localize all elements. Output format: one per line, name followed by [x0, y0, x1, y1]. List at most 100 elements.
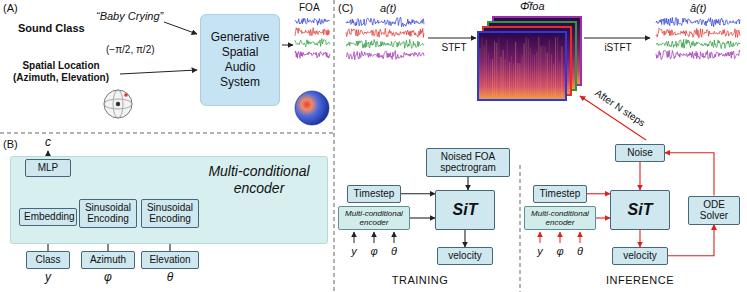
globe-equator: [104, 99, 132, 109]
variable-symbol: φ: [370, 245, 377, 258]
input-arrow: [354, 232, 355, 243]
spectrogram-streak: [494, 41, 495, 98]
angle-value: (−π/2, π/2): [106, 44, 155, 56]
panel-letter: (C): [338, 2, 353, 15]
model-box: SiT: [435, 190, 495, 230]
waveform: [295, 18, 330, 25]
spectrogram-streak: [496, 43, 497, 98]
waveform: [346, 28, 424, 37]
spectrogram-streak: [488, 53, 489, 98]
spectrogram-streak: [501, 57, 502, 98]
node-text: Generative Spatial Audio System: [207, 30, 273, 90]
spectrogram-streak: [482, 38, 483, 98]
spectrogram-streak: [517, 63, 518, 98]
globe-outline: [104, 90, 132, 118]
spectrogram-streak: [557, 36, 558, 98]
flow-arrow: [401, 193, 435, 194]
input-box: Azimuth: [81, 251, 135, 269]
spectrogram-streak: [553, 64, 554, 98]
spectrogram-streak: [503, 50, 504, 98]
phase-label: INFERENCE: [606, 274, 674, 287]
spectrogram-streak: [532, 54, 533, 98]
input-arrow: [374, 232, 375, 243]
transform-arrow: [428, 38, 476, 39]
spectrogram-streak: [511, 56, 512, 98]
node-text: SiT: [440, 201, 490, 219]
input-label: Spatial Location (Azimuth, Elevation): [6, 60, 116, 83]
variable-symbol: φ: [104, 271, 112, 285]
output-box: velocity: [437, 247, 493, 265]
spectrogram-streak: [538, 37, 539, 98]
variable-symbol: φ: [556, 245, 563, 258]
encoder-box: Multi-conditional encoder: [338, 206, 410, 230]
flow-arrow: [639, 162, 640, 191]
loop-label: After N steps: [593, 87, 647, 129]
node-text: Multi-conditional encoder: [197, 163, 321, 197]
spectrogram-streak: [526, 38, 527, 98]
input-label: Sound Class: [18, 22, 85, 35]
flow-arrow: [464, 230, 465, 247]
spectrogram-stack: [478, 17, 581, 100]
node-text: Multi-conditional encoder: [527, 209, 593, 227]
transform-arrow: [584, 38, 650, 39]
input-arrow: [120, 70, 197, 74]
spectrogram-streak: [490, 59, 491, 98]
waveform: [346, 39, 424, 48]
node-text: velocity: [617, 250, 663, 262]
node-text: Elevation: [146, 254, 194, 266]
waveform: [656, 17, 740, 26]
panel-divider: [334, 0, 335, 292]
node-text: Timestep: [538, 188, 582, 200]
node-text: Noised FOA spectrogram: [431, 151, 505, 174]
flow-arrow: [665, 153, 714, 196]
signal-symbol: â(t): [690, 2, 707, 15]
input-arrow: [560, 232, 561, 243]
spectrogram-texture: [480, 36, 562, 98]
input-arrow: [164, 22, 197, 34]
waveform: [295, 28, 330, 36]
spectrogram-streak: [555, 38, 556, 98]
variable-symbol: θ: [577, 245, 583, 258]
input-box: Class: [26, 251, 70, 269]
spectrogram-streak: [559, 62, 560, 98]
spectrogram-layer: [478, 32, 566, 100]
encoding-box: Sinusoidal Encoding: [141, 199, 199, 228]
node-text: Embedding: [24, 211, 72, 223]
waveform: [346, 51, 424, 60]
encoder-box: Multi-conditional encoder: [524, 206, 596, 230]
input-arrow: [580, 232, 581, 243]
spectrogram-streak: [545, 46, 546, 98]
class-example: “Baby Crying”: [96, 10, 163, 23]
flow-arrow: [467, 177, 468, 191]
waveform: [656, 50, 740, 59]
spectrogram-streak: [528, 39, 529, 98]
listener-dot: [116, 102, 120, 106]
signal-symbol: Φ̂foa: [520, 0, 545, 13]
output-label: FOA: [299, 2, 320, 14]
output-box: velocity: [612, 247, 668, 265]
input-arrow: [394, 232, 395, 243]
encoder-band: MLP Embedding Sinusoidal Encoding Sinusoida…: [10, 156, 328, 244]
node-text: Sinusoidal Encoding: [84, 202, 132, 225]
flow-arrow: [587, 193, 610, 194]
spectrogram-streak: [513, 64, 514, 98]
input-box: Noised FOA spectrogram: [426, 148, 510, 177]
node-text: Azimuth: [86, 254, 130, 266]
panel-letter: (A): [3, 2, 18, 15]
input-arrow: [540, 232, 541, 243]
spectrogram-streak: [492, 59, 493, 98]
spectrogram-streak: [543, 46, 544, 98]
variable-symbol: θ: [391, 245, 397, 258]
globe-meridian: [113, 90, 123, 118]
transform-label: iSTFT: [604, 42, 631, 54]
flow-arrow: [639, 230, 640, 247]
node-text: MLP: [30, 162, 66, 174]
variable-symbol: y: [537, 245, 543, 258]
spectrogram-streak: [530, 47, 531, 98]
phase-label: TRAINING: [392, 274, 449, 287]
panel-letter: (B): [3, 138, 18, 151]
spectrogram-streak: [561, 46, 562, 98]
waveform: [656, 28, 740, 37]
